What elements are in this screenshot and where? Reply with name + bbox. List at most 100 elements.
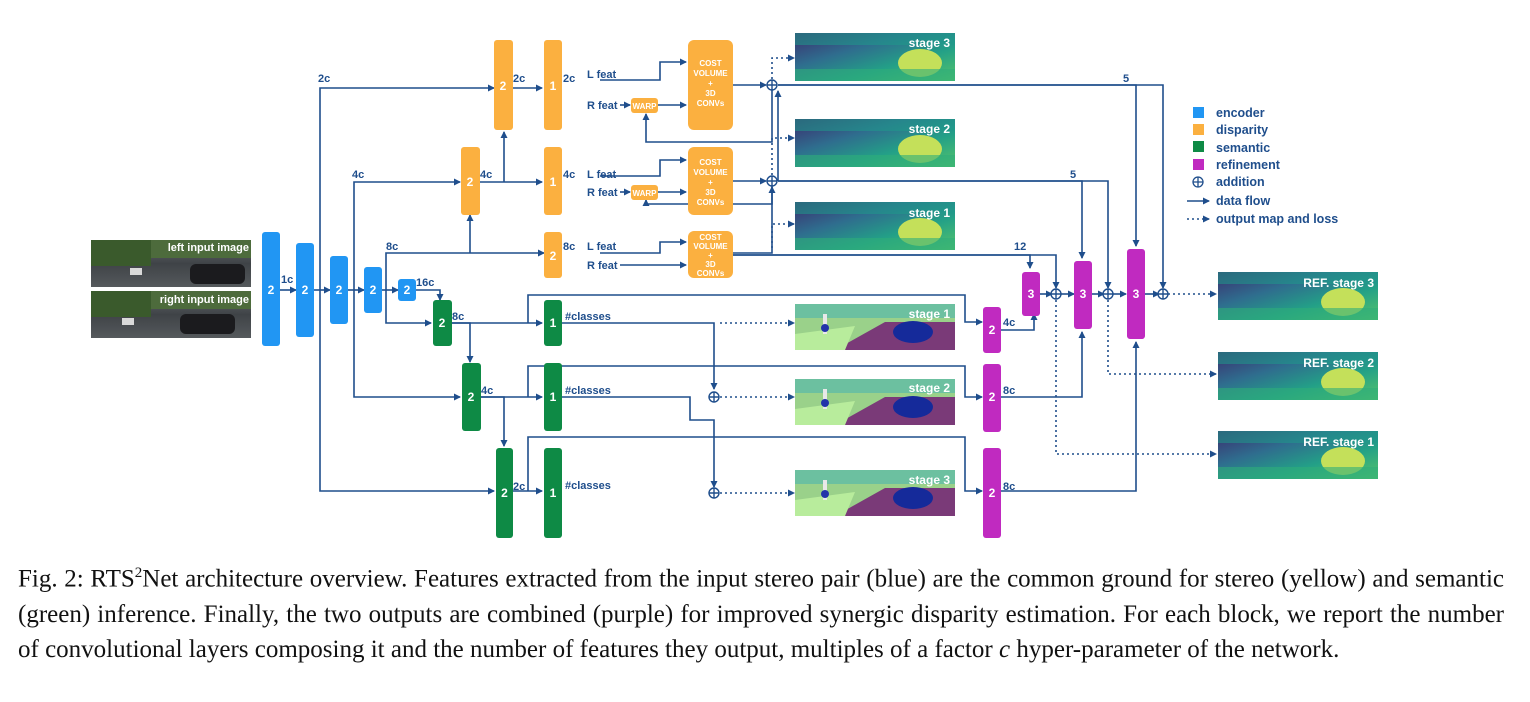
cost-volume-blocks: COST VOLUME + 3D CONVs COST VOLUME + 3D … [688, 40, 733, 278]
label-5-b: 5 [1070, 169, 1076, 181]
label-4c-disp-a: 4c [480, 169, 492, 181]
label-2c-enc: 2c [318, 73, 330, 85]
legend-refinement-swatch [1193, 159, 1204, 170]
encoder-block-4-label: 2 [370, 283, 377, 297]
cost-volume-3-line1: COST [699, 233, 721, 242]
label-1c: 1c [281, 274, 293, 286]
addition-icon [708, 391, 720, 403]
lfeat-2: L feat [587, 169, 616, 181]
encoder-block-3-label: 2 [336, 283, 343, 297]
legend-encoder-swatch [1193, 107, 1204, 118]
lfeat-3: L feat [587, 241, 616, 253]
warp-blocks: WARP WARP [631, 98, 658, 200]
warp-label-1: WARP [633, 102, 658, 111]
legend-addition-label: addition [1216, 175, 1265, 189]
legend-disparity-swatch [1193, 124, 1204, 135]
semantic-block-r2b-label: 1 [550, 390, 557, 404]
semantic-block-r1a [433, 300, 452, 346]
encoder-block-3 [330, 256, 348, 324]
refinement-block-r3-label: 2 [989, 486, 996, 500]
encoder-block-5-label: 2 [404, 283, 411, 297]
cost-volume-2-line4: 3D [705, 188, 715, 197]
refinement-block-r1 [983, 307, 1001, 353]
encoder-block-1-label: 2 [268, 283, 275, 297]
label-2c-sem: 2c [513, 481, 525, 493]
right-input-image: right input image [91, 291, 251, 338]
semantic-block-r3b [544, 448, 562, 538]
legend-disparity-label: disparity [1216, 123, 1268, 137]
sem-output-stage2-label: stage 2 [909, 381, 951, 395]
architecture-diagram: left input image right input image [91, 33, 1378, 538]
semantic-feature-labels: 8c 4c 2c #classes #classes #classes [452, 311, 611, 493]
refinement-block-3a [1022, 272, 1040, 316]
semantic-block-r2b [544, 363, 562, 431]
refinement-feature-labels: 4c 8c 8c 5 5 12 [1003, 73, 1129, 493]
legend-output-map-label: output map and loss [1216, 212, 1338, 226]
sem-output-stage2: stage 2 [795, 379, 955, 425]
label-8c-enc: 8c [386, 241, 398, 253]
caption-superscript: 2 [134, 565, 143, 581]
cost-volume-1-line3: + [708, 79, 713, 88]
label-4c-disp-b: 4c [563, 169, 575, 181]
cost-volume-3-line2: VOLUME [693, 242, 728, 251]
addition-icon [766, 79, 778, 91]
rfeat-3: R feat [587, 260, 618, 272]
refinement-block-3c [1127, 249, 1145, 339]
disparity-blocks: 2 1 2 1 2 [461, 40, 562, 278]
label-8c-sem: 8c [452, 311, 464, 323]
disparity-block-r1b [544, 40, 562, 130]
cost-volume-2 [688, 147, 733, 215]
label-4c-ref: 4c [1003, 317, 1015, 329]
caption-text-b: hyper-parameter of the network. [1010, 636, 1340, 664]
label-8c-ref-a: 8c [1003, 385, 1015, 397]
disparity-block-r1b-label: 1 [550, 79, 557, 93]
sem-output-stage1: stage 1 [795, 304, 955, 350]
sem-output-stage1-label: stage 1 [909, 307, 951, 321]
encoder-block-4 [364, 267, 382, 313]
disparity-block-r3-label: 2 [550, 249, 557, 263]
addition-icon [708, 487, 720, 499]
stereo-labels: L feat R feat L feat R feat L feat R fea… [587, 69, 618, 272]
warp-block-2 [631, 185, 658, 200]
semantic-block-r2a-label: 2 [468, 390, 475, 404]
disparity-block-r3 [544, 232, 562, 278]
cost-volume-2-line5: CONVs [697, 198, 725, 207]
output-map-lines [720, 54, 1217, 497]
cost-volume-3-line5: CONVs [697, 269, 725, 278]
right-input-label: right input image [160, 294, 249, 306]
addition-icon [766, 175, 778, 187]
refinement-block-r2-label: 2 [989, 390, 996, 404]
cost-volume-2-line1: COST [699, 158, 721, 167]
cost-volume-3-line4: 3D [705, 260, 715, 269]
label-8c-disp: 8c [563, 241, 575, 253]
label-5-a: 5 [1123, 73, 1129, 85]
refinement-block-3b-label: 3 [1080, 287, 1087, 301]
legend-data-flow-label: data flow [1216, 194, 1270, 208]
legend-encoder-label: encoder [1216, 106, 1265, 120]
rfeat-2: R feat [587, 187, 618, 199]
encoder-feature-labels: 1c 16c 8c 4c 2c [281, 73, 434, 289]
cost-volume-1-line5: CONVs [697, 99, 725, 108]
warp-block-1 [631, 98, 658, 113]
disp-output-stage2-label: stage 2 [909, 122, 951, 136]
ref-output-stage3-label: REF. stage 3 [1303, 276, 1374, 290]
label-12: 12 [1014, 241, 1026, 253]
ref-output-stage3: REF. stage 3 [1218, 272, 1378, 320]
ref-output-stage2: REF. stage 2 [1218, 352, 1378, 400]
encoder-blocks: 2 2 2 2 2 [262, 232, 416, 346]
left-input-image: left input image [91, 240, 251, 287]
label-16c: 16c [416, 277, 434, 289]
encoder-block-2 [296, 243, 314, 337]
refinement-block-3b [1074, 261, 1092, 329]
semantic-block-r3a-label: 2 [501, 486, 508, 500]
disparity-block-r2a-label: 2 [467, 175, 474, 189]
semantic-block-r3a [496, 448, 513, 538]
semantic-blocks: 2 1 2 1 2 1 [433, 300, 562, 538]
caption-fig: Fig. 2: RTS [18, 565, 135, 593]
legend-addition-icon [1192, 176, 1204, 188]
disparity-block-r1a [494, 40, 513, 130]
label-classes-2: #classes [565, 385, 611, 397]
disp-output-stage3-label: stage 3 [909, 36, 951, 50]
disp-output-stage2: stage 2 [795, 119, 955, 167]
label-classes-1: #classes [565, 311, 611, 323]
